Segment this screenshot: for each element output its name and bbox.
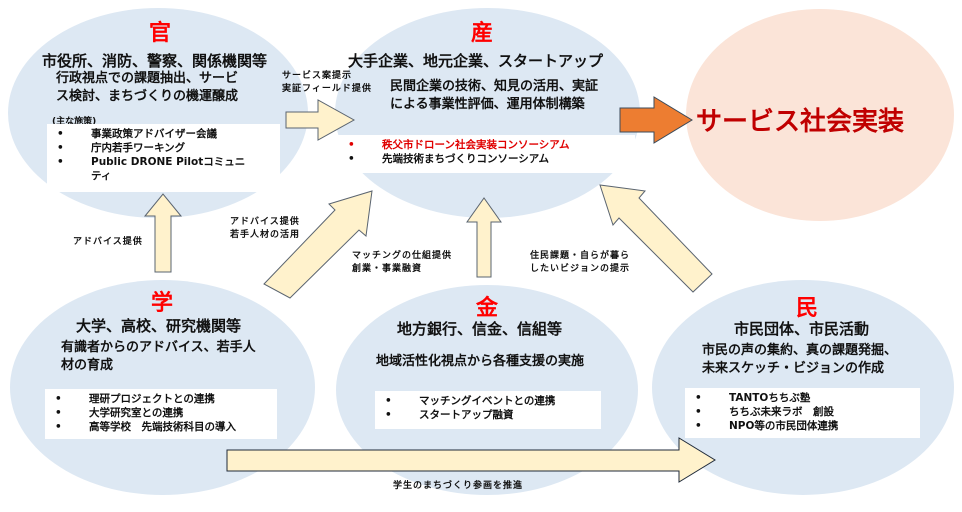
list-item: • TANTOちちぶ塾 xyxy=(691,391,914,405)
citizens-desc: 市民の声の集約、真の課題発掘、 未来スケッチ・ビジョンの作成 xyxy=(702,342,897,378)
item-text: ティ xyxy=(91,170,112,182)
goal-text: サービス社会実装 xyxy=(696,107,905,137)
bullet: • xyxy=(57,142,64,154)
item-text: ちちぶ未来ラボ 創設 xyxy=(729,406,834,418)
academia-desc: 有識者からのアドバイス、若手人 材の育成 xyxy=(61,339,256,375)
bullet: • xyxy=(695,420,702,432)
bullet: • xyxy=(55,421,62,433)
item-text: NPO等の市民団体連携 xyxy=(729,420,839,432)
citizens-measures-box: • TANTOちちぶ塾 • ちちぶ未来ラボ 創設 • NPO等の市民団体連携 xyxy=(685,388,920,438)
item-text: 秩父市ドローン社会実装コンソーシアム xyxy=(382,139,570,151)
bullet: • xyxy=(348,139,355,151)
item-text: 庁内若手ワーキング xyxy=(91,142,186,154)
label-line: 実証フィールド提供 xyxy=(282,84,372,94)
arrow-citizens-to-industry xyxy=(599,184,713,293)
finance-desc: 地域活性化視点から各種支援の実施 xyxy=(376,354,585,369)
list-item: • 先端技術まちづくりコンソーシアム xyxy=(344,152,629,166)
academia-desc-line1: 有識者からのアドバイス、若手人 xyxy=(61,340,256,355)
government-kanji: 官 xyxy=(148,21,171,46)
label-line: したいビジョンの提示 xyxy=(530,264,631,274)
bullet: • xyxy=(348,153,355,165)
list-item: • マッチングイベントとの連携 xyxy=(381,394,595,408)
label-line: 住民課題・自らが暮ら xyxy=(530,251,631,261)
arrow-gov-to-industry xyxy=(285,99,356,141)
arrow-academia-to-citizens xyxy=(226,437,716,483)
industry-ellipse xyxy=(335,8,640,218)
label-academia-to-industry: アドバイス提供 若手人材の活用 xyxy=(230,216,300,242)
item-text: 理研プロジェクトとの連携 xyxy=(89,393,215,405)
academia-kanji: 学 xyxy=(150,291,173,316)
academia-desc-line2: 材の育成 xyxy=(61,358,114,373)
academia-measures-box: • 理研プロジェクトとの連携 • 大学研究室との連携 • 高等学校 先端技術科目の導入 xyxy=(45,389,277,439)
item-text: スタートアップ融資 xyxy=(419,409,514,421)
citizens-kanji: 民 xyxy=(795,296,818,321)
academia-title: 大学、高校、研究機関等 xyxy=(76,317,242,335)
government-desc-line1: 行政視点での課題抽出、サービ xyxy=(56,71,239,86)
industry-desc-line1: 民間企業の技術、知見の活用、実証 xyxy=(390,79,599,94)
label-gov-to-industry: サービス案提示 実証フィールド提供 xyxy=(282,70,372,96)
finance-kanji: 金 xyxy=(475,296,498,321)
industry-desc: 民間企業の技術、知見の活用、実証 による事業性評価、運用体制構築 xyxy=(390,78,598,114)
label-line: 創業・事業融資 xyxy=(352,264,423,274)
label-academia-to-government: アドバイス提供 xyxy=(73,237,143,247)
item-text: 事業政策アドバイザー会議 xyxy=(91,128,217,140)
label-finance-to-industry: マッチングの仕組提供 創業・事業融資 xyxy=(352,250,452,276)
government-desc: 行政視点での課題抽出、サービ ス検討、まちづくりの機運醸成 xyxy=(56,70,238,106)
industry-consortium-box: • 秩父市ドローン社会実装コンソーシアム • 先端技術まちづくりコンソーシアム xyxy=(338,135,635,173)
list-item: • Public DRONE Pilotコミュニ xyxy=(53,155,274,169)
goal-circle xyxy=(686,9,954,221)
industry-kanji: 産 xyxy=(470,21,493,46)
list-item: • 大学研究室との連携 xyxy=(51,406,271,420)
finance-measures-box: • マッチングイベントとの連携 • スタートアップ融資 xyxy=(375,391,601,429)
list-item: • 事業政策アドバイザー会議 xyxy=(53,127,274,141)
bullet: • xyxy=(695,406,702,418)
government-desc-line2: ス検討、まちづくりの機運醸成 xyxy=(56,89,239,104)
item-text: TANTOちちぶ塾 xyxy=(729,392,811,404)
industry-desc-line2: による事業性評価、運用体制構築 xyxy=(390,97,585,112)
label-line: サービス案提示 xyxy=(282,71,353,81)
item-text: 大学研究室との連携 xyxy=(89,407,184,419)
list-item: • 理研プロジェクトとの連携 xyxy=(51,392,271,406)
bullet: • xyxy=(385,395,392,407)
bullet: • xyxy=(385,409,392,421)
list-item: • スタートアップ融資 xyxy=(381,408,595,422)
label-citizens-to-industry: 住民課題・自らが暮ら したいビジョンの提示 xyxy=(530,250,630,276)
bullet: • xyxy=(57,128,64,140)
item-text: マッチングイベントとの連携 xyxy=(419,395,556,407)
item-text: 高等学校 先端技術科目の導入 xyxy=(89,421,236,433)
citizens-desc-line1: 市民の声の集約、真の課題発掘、 xyxy=(702,343,898,358)
item-text: 先端技術まちづくりコンソーシアム xyxy=(382,153,550,165)
bullet: • xyxy=(695,392,702,404)
label-line: アドバイス提供 xyxy=(230,217,300,227)
list-item: ティ xyxy=(53,169,274,183)
citizens-title: 市民団体、市民活動 xyxy=(734,320,870,338)
list-item: • 庁内若手ワーキング xyxy=(53,141,274,155)
list-item: • ちちぶ未来ラボ 創設 xyxy=(691,405,914,419)
label-line: 若手人材の活用 xyxy=(230,230,301,240)
arrow-academia-to-government xyxy=(143,193,183,273)
list-item: • 秩父市ドローン社会実装コンソーシアム xyxy=(344,138,629,152)
label-line: マッチングの仕組提供 xyxy=(352,251,453,261)
arrow-academia-to-industry xyxy=(263,190,373,299)
bullet: • xyxy=(55,407,62,419)
item-text: Public DRONE Pilotコミュニ xyxy=(91,156,246,168)
finance-title: 地方銀行、信金、信組等 xyxy=(397,320,563,338)
bullet: • xyxy=(55,393,62,405)
bullet: • xyxy=(57,156,64,168)
list-item: • NPO等の市民団体連携 xyxy=(691,419,914,433)
government-title: 市役所、消防、警察、関係機関等 xyxy=(42,52,268,70)
list-item: • 高等学校 先端技術科目の導入 xyxy=(51,420,271,434)
label-academia-to-citizens: 学生のまちづくり参画を推進 xyxy=(393,481,524,491)
arrow-finance-to-industry xyxy=(466,197,502,278)
citizens-desc-line2: 未来スケッチ・ビジョンの作成 xyxy=(702,361,885,376)
arrow-industry-to-goal xyxy=(619,96,693,144)
government-measures-box: • 事業政策アドバイザー会議 • 庁内若手ワーキング • Public DRONE P… xyxy=(47,124,280,192)
government-measures-label: (主な施策) xyxy=(52,117,97,127)
industry-title: 大手企業、地元企業、スタートアップ xyxy=(348,52,604,70)
